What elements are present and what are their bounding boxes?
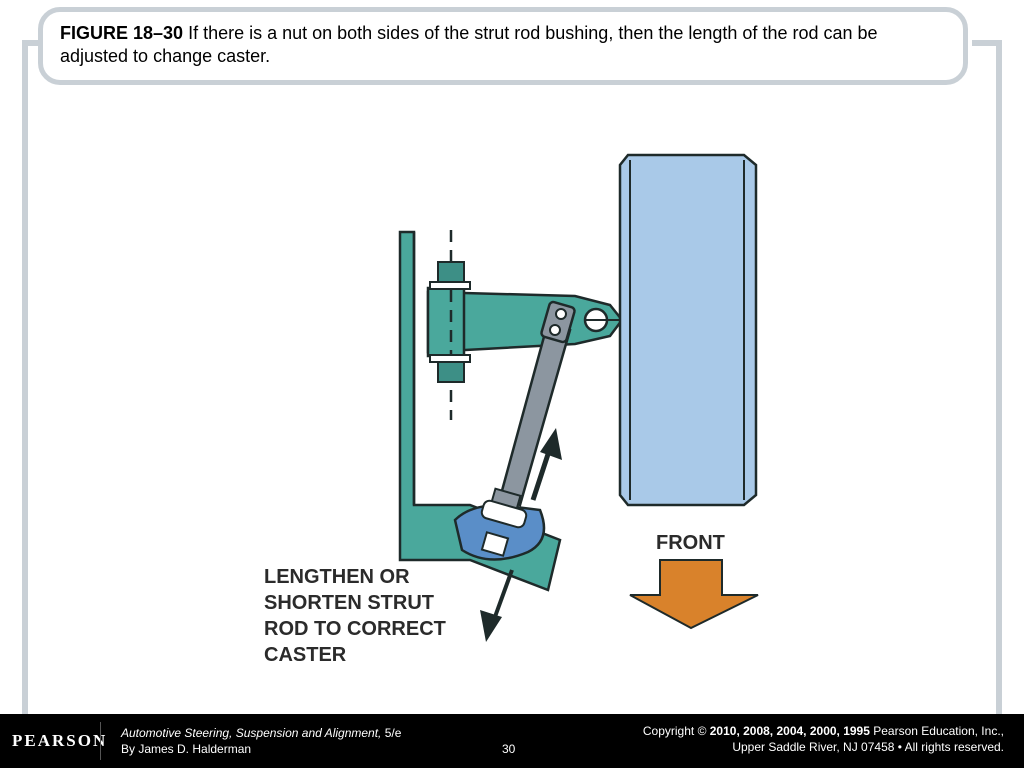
book-edition: 5/e [381, 726, 402, 740]
copyright-suffix: Pearson Education, Inc., [869, 724, 1004, 738]
bottom-nut [437, 361, 465, 383]
book-title: Automotive Steering, Suspension and Alig… [121, 726, 401, 740]
copyright: Copyright © 2010, 2008, 2004, 2000, 1995… [643, 724, 1004, 738]
slide-frame-top-right [972, 40, 1002, 46]
top-nut [437, 261, 465, 283]
front-arrow [629, 559, 759, 630]
caption-text: If there is a nut on both sides of the s… [60, 23, 878, 66]
tire [618, 153, 758, 507]
bottom-washer [429, 354, 471, 363]
up-arrow-head [540, 428, 562, 460]
author: By James D. Halderman [121, 742, 252, 756]
strut-rod [498, 320, 572, 507]
slide-frame-top-left [22, 40, 42, 46]
instruction-line-3: ROD TO CORRECT [264, 618, 446, 640]
instruction-line-2: SHORTEN STRUT [264, 592, 434, 614]
front-label: FRONT [656, 532, 725, 554]
publisher-address: Upper Saddle River, NJ 07458 • All right… [732, 740, 1004, 754]
copyright-prefix: Copyright © [642, 724, 710, 738]
caption-box [38, 7, 968, 85]
slide-frame-right [996, 40, 1002, 720]
bushing-washer [480, 499, 528, 529]
footer-bar: PEARSON Automotive Steering, Suspension … [0, 714, 1024, 768]
slide-frame-left [22, 40, 28, 720]
book-title-text: Automotive Steering, Suspension and Alig… [121, 726, 382, 740]
pearson-logo: PEARSON [12, 726, 105, 756]
instruction-line-4: CASTER [264, 644, 347, 666]
bushing-nut-lower [480, 531, 510, 557]
footer-divider [100, 722, 101, 760]
page-number: 30 [502, 742, 516, 756]
copyright-years: 2010, 2008, 2004, 2000, 1995 [709, 724, 870, 738]
instruction-line-1: LENGTHEN OR [264, 566, 410, 588]
top-washer [429, 281, 471, 290]
figure-caption: FIGURE 18–30 If there is a nut on both s… [60, 22, 950, 68]
down-arrow-head [480, 610, 502, 642]
figure-label: FIGURE 18–30 [60, 23, 184, 43]
pivot-bracket [426, 286, 466, 358]
